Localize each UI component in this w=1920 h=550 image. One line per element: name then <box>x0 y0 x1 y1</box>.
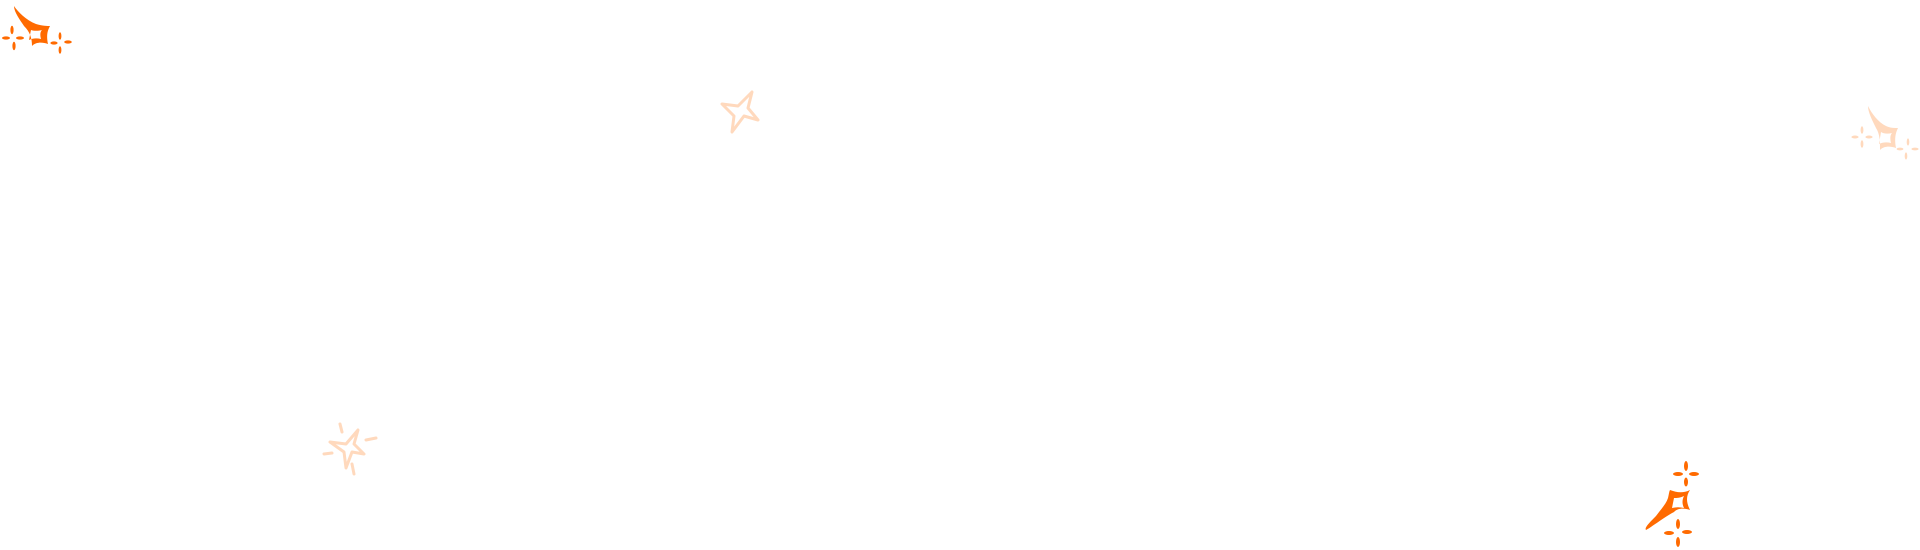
star-burst-outline-icon <box>320 422 380 478</box>
four-point-star-outline-icon <box>720 90 762 134</box>
sparkle-burst-icon <box>0 4 76 54</box>
sparkle-burst-icon <box>1642 458 1700 550</box>
sparkle-burst-icon <box>1850 104 1920 162</box>
